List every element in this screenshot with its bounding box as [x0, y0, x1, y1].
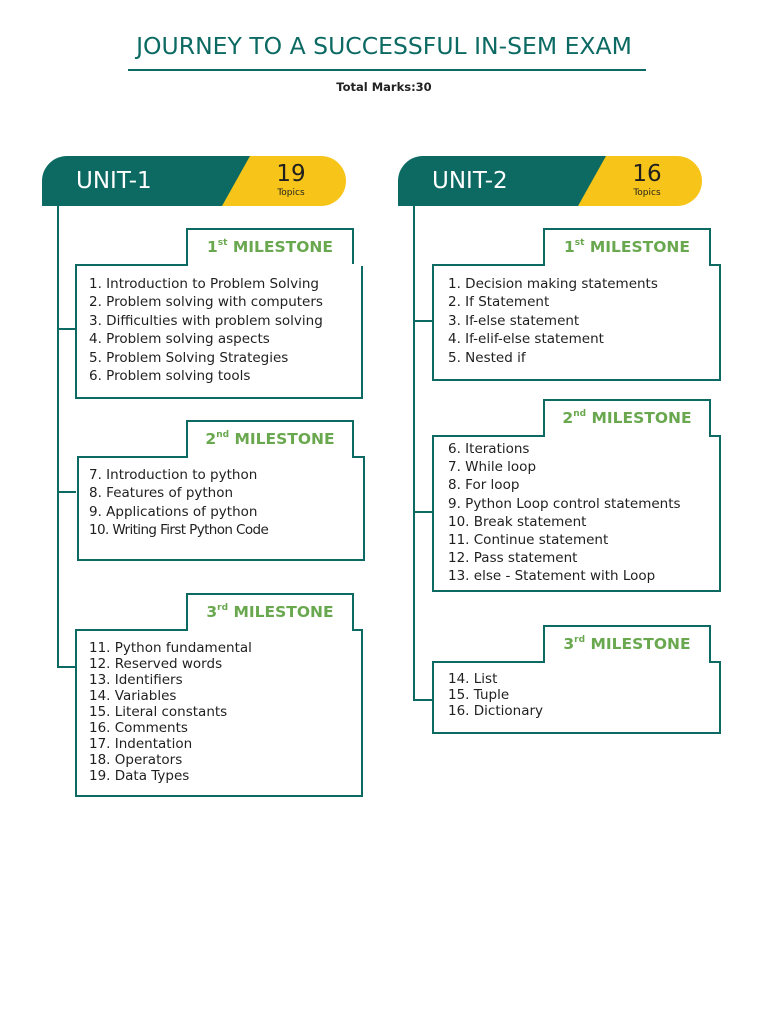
list-item: 15. Literal constants — [89, 704, 228, 720]
list-item: 1. Introduction to Problem Solving — [89, 276, 319, 292]
unit-2-milestone-1-list: 1. Decision making statements 2. If Stat… — [448, 275, 658, 367]
list-item: 7. Introduction to python — [89, 467, 258, 483]
list-item: 6. Iterations — [448, 441, 530, 457]
title-underline — [128, 69, 646, 71]
list-item: 11. Python fundamental — [89, 640, 252, 656]
connector — [57, 491, 76, 493]
list-item: 9. Python Loop control statements — [448, 495, 681, 512]
total-marks: Total Marks:30 — [336, 80, 432, 94]
list-item: 18. Operators — [89, 752, 183, 768]
unit-2-milestone-3-list: 14. List 15. Tuple 16. Dictionary — [448, 671, 543, 719]
list-item: 14. List — [448, 671, 498, 687]
unit-1-timeline — [57, 204, 59, 668]
unit-1-milestone-2-list: 7. Introduction to python 8. Features of… — [89, 466, 269, 540]
unit-2-timeline — [413, 204, 415, 701]
list-item: 5. Problem Solving Strategies — [89, 349, 289, 366]
list-item: 5. Nested if — [448, 349, 526, 366]
unit-1-milestone-2-tab: 2nd MILESTONE — [186, 420, 354, 456]
unit-1-milestone-3-list: 11. Python fundamental 12. Reserved word… — [89, 640, 252, 784]
list-item: 3. Difficulties with problem solving — [89, 312, 323, 329]
unit-2-milestone-2-tab: 2nd MILESTONE — [543, 399, 711, 435]
page-title: JOURNEY TO A SUCCESSFUL IN-SEM EXAM — [136, 32, 632, 60]
unit-1-milestone-3-tab: 3rd MILESTONE — [186, 593, 354, 629]
list-item: 13. else - Statement with Loop — [448, 568, 656, 585]
unit-1-topic-label: Topics — [277, 188, 305, 198]
list-item: 8. Features of python — [89, 485, 234, 502]
unit-1-topic-count: 19 — [276, 161, 306, 187]
list-item: 3. If-else statement — [448, 312, 580, 329]
list-item: 4. If-elif-else statement — [448, 331, 604, 348]
unit-2-milestone-1-tab: 1st MILESTONE — [543, 228, 711, 264]
unit-1-title: UNIT-1 — [76, 168, 152, 194]
unit-1-milestone-3-box — [75, 629, 363, 797]
list-item: 1. Decision making statements — [448, 276, 658, 292]
list-item: 14. Variables — [89, 688, 177, 704]
list-item: 8. For loop — [448, 477, 520, 494]
connector — [413, 511, 433, 513]
unit-2-header — [398, 156, 606, 206]
unit-2-milestone-2-box — [432, 435, 721, 592]
unit-2-milestone-2-list: 6. Iterations 7. While loop 8. For loop … — [448, 440, 681, 586]
unit-2-milestone-3-tab: 3rd MILESTONE — [543, 625, 711, 661]
connector — [413, 320, 433, 322]
list-item: 12. Pass statement — [448, 550, 578, 567]
list-item: 15. Tuple — [448, 687, 510, 703]
list-item: 12. Reserved words — [89, 656, 223, 672]
unit-2-milestone-1-box — [432, 264, 721, 381]
connector — [57, 328, 76, 330]
list-item: 11. Continue statement — [448, 531, 609, 548]
list-item: 4. Problem solving aspects — [89, 331, 270, 348]
unit-2-title: UNIT-2 — [432, 168, 508, 194]
unit-1-milestone-1-list: 1. Introduction to Problem Solving 2. Pr… — [89, 275, 323, 385]
unit-1-header — [42, 156, 250, 206]
list-item: 19. Data Types — [89, 768, 190, 784]
list-item: 2. Problem solving with computers — [89, 294, 323, 311]
list-item: 13. Identifiers — [89, 672, 183, 688]
list-item: 10. Break statement — [448, 513, 587, 530]
list-item: 16. Comments — [89, 720, 188, 736]
list-item: 16. Dictionary — [448, 703, 544, 719]
connector — [413, 699, 433, 701]
list-item: 6. Problem solving tools — [89, 367, 251, 384]
unit-2-topic-label: Topics — [633, 188, 661, 198]
list-item: 7. While loop — [448, 459, 537, 476]
unit-2-topic-count: 16 — [632, 161, 662, 187]
list-item: 10. Writing First Python Code — [89, 522, 269, 539]
connector — [57, 666, 76, 668]
list-item: 9. Applications of python — [89, 503, 258, 520]
list-item: 17. Indentation — [89, 736, 193, 752]
unit-1-milestone-1-tab: 1st MILESTONE — [186, 228, 354, 264]
list-item: 2. If Statement — [448, 294, 550, 311]
